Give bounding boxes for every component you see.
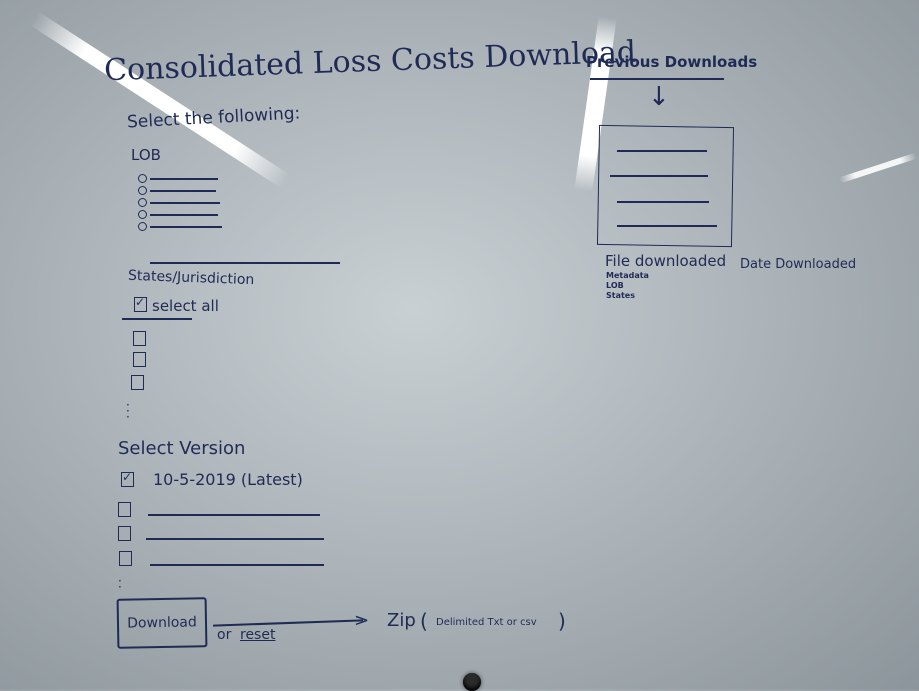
more-indicator: ··· bbox=[126, 398, 130, 424]
zip-detail: Delimited Txt or csv bbox=[436, 617, 537, 628]
lob-radio[interactable] bbox=[138, 222, 147, 231]
version-checkbox[interactable] bbox=[118, 502, 131, 517]
magnet bbox=[463, 673, 481, 691]
more-indicator: ·· bbox=[118, 574, 122, 594]
or-text: or bbox=[217, 627, 232, 643]
page-title: Consolidated Loss Costs Download bbox=[103, 34, 637, 89]
lob-radio[interactable] bbox=[138, 174, 147, 183]
section-divider bbox=[122, 318, 192, 320]
state-checkbox[interactable] bbox=[131, 375, 144, 390]
lob-option-placeholder bbox=[150, 226, 222, 228]
previous-downloads-list[interactable] bbox=[596, 124, 735, 248]
file-downloaded-label: File downloaded bbox=[605, 252, 727, 270]
lob-label: LOB bbox=[131, 146, 161, 164]
previous-downloads-title: Previous Downloads bbox=[586, 53, 758, 71]
lob-radio[interactable] bbox=[138, 186, 147, 195]
paren-close: ) bbox=[558, 609, 566, 633]
select-all-label: select all bbox=[152, 297, 219, 315]
lob-radio[interactable] bbox=[138, 210, 147, 219]
date-downloaded-label: Date Downloaded bbox=[740, 257, 857, 272]
download-entry-placeholder[interactable] bbox=[617, 201, 709, 203]
download-entry-placeholder[interactable] bbox=[610, 175, 708, 177]
state-checkbox[interactable] bbox=[133, 331, 146, 346]
download-entry-placeholder[interactable] bbox=[617, 225, 717, 227]
section-divider bbox=[150, 262, 340, 264]
version-label: Select Version bbox=[118, 438, 246, 459]
version-option-placeholder bbox=[148, 514, 320, 516]
download-entry-placeholder[interactable] bbox=[617, 150, 707, 152]
select-all-checkbox[interactable] bbox=[134, 295, 147, 312]
lob-radio[interactable] bbox=[138, 198, 147, 207]
version-latest-label: 10-5-2019 (Latest) bbox=[153, 470, 303, 489]
light-glare bbox=[839, 152, 917, 184]
state-checkbox[interactable] bbox=[133, 352, 146, 367]
lob-option-placeholder bbox=[150, 202, 220, 204]
arrow-down-icon: ↓ bbox=[648, 82, 670, 112]
metadata-label: Metadata LOB States bbox=[606, 271, 649, 300]
title-underline bbox=[590, 78, 724, 80]
reset-link[interactable]: reset bbox=[240, 627, 276, 643]
lob-option-placeholder bbox=[150, 190, 216, 192]
lob-option-placeholder bbox=[150, 178, 218, 180]
version-checkbox[interactable] bbox=[118, 526, 131, 541]
paren-open: ( bbox=[420, 609, 428, 633]
version-checkbox[interactable] bbox=[119, 551, 132, 566]
download-button[interactable]: Download bbox=[116, 597, 208, 649]
version-option-placeholder bbox=[150, 564, 324, 566]
lob-option-placeholder bbox=[150, 214, 218, 216]
version-checkbox-latest[interactable] bbox=[121, 470, 134, 487]
arrow-line bbox=[213, 619, 363, 627]
arrow-head-icon: > bbox=[354, 610, 370, 631]
zip-label: Zip bbox=[387, 610, 416, 631]
states-label: States/Jurisdiction bbox=[127, 267, 255, 289]
version-option-placeholder bbox=[146, 538, 324, 540]
